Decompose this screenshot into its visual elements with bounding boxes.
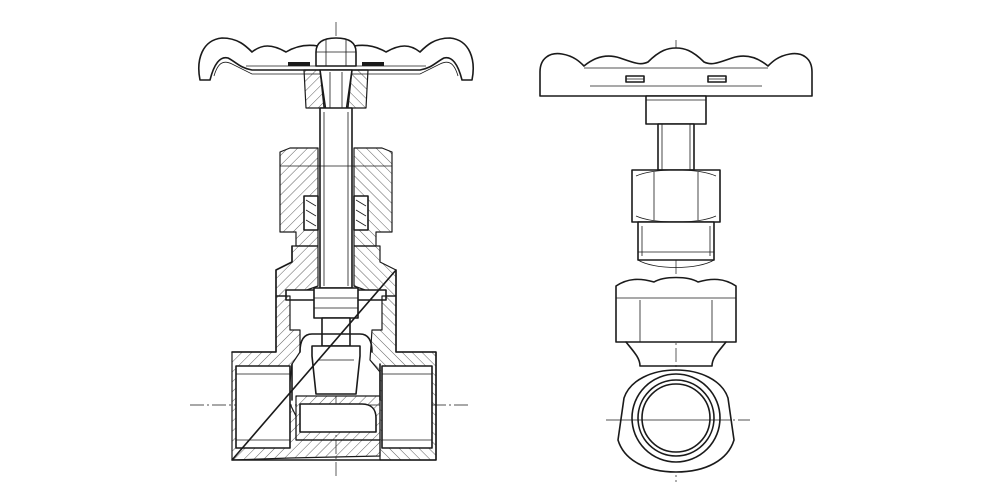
- section-valve-body: [231, 245, 437, 461]
- side-hub: [645, 95, 707, 125]
- side-handwheel: [539, 47, 813, 97]
- side-stem: [657, 123, 695, 171]
- section-stem: [319, 107, 353, 289]
- section-stem-nut: [315, 37, 357, 67]
- side-bonnet-neck: [637, 221, 715, 268]
- side-body-port: [617, 369, 735, 473]
- section-handwheel-hub: [303, 69, 369, 113]
- side-bonnet: [615, 276, 737, 367]
- section-view: [190, 22, 474, 478]
- side-gland-nut: [631, 169, 721, 223]
- section-gland-nut: [279, 147, 393, 247]
- side-port-outer-ring: [631, 373, 721, 463]
- side-view: [539, 40, 813, 482]
- section-disc: [311, 287, 361, 395]
